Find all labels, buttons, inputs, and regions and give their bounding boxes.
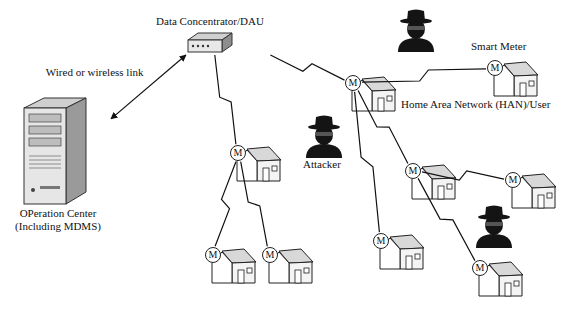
wireless-link xyxy=(418,178,475,260)
callout-label: Attacker xyxy=(302,158,342,171)
concentrator-device xyxy=(188,33,232,52)
meter-circle: M xyxy=(205,247,221,263)
wireless-link xyxy=(215,162,236,247)
meter-circle: M xyxy=(472,260,488,276)
wireless-link xyxy=(270,55,344,80)
house-icons xyxy=(212,62,556,296)
wireless-link xyxy=(241,162,268,247)
operation-center: OPeration Center (Including MDMS) xyxy=(6,95,110,233)
callout-label: Smart Meter xyxy=(470,40,527,53)
meter-label: M xyxy=(349,78,358,88)
meter-label: M xyxy=(476,263,485,273)
server-icon xyxy=(24,98,86,204)
meter-label: M xyxy=(509,175,518,185)
wireless-link xyxy=(215,55,236,144)
wireless-link xyxy=(362,69,486,82)
link-arrow xyxy=(111,55,186,119)
meter-circle: M xyxy=(230,145,246,161)
edge-label: Wired or wireless link xyxy=(45,66,145,79)
meter-circle: M xyxy=(405,163,421,179)
callout-label: Home Area Network (HAN)/User xyxy=(400,98,551,111)
meter-label: M xyxy=(266,250,275,260)
meter-label: M xyxy=(409,166,418,176)
meter-label: M xyxy=(491,63,500,73)
meter-label: M xyxy=(377,236,386,246)
meter-circle: M xyxy=(262,247,278,263)
wireless-link xyxy=(422,171,504,180)
meter-circle: M xyxy=(373,233,389,249)
wireless-link xyxy=(355,92,380,232)
node-label: OPeration Center (Including MDMS) xyxy=(6,207,110,233)
meter-label: M xyxy=(234,148,243,158)
meter-circle: M xyxy=(345,75,361,91)
data-concentrator: Data Concentrator/DAU xyxy=(150,15,270,54)
node-label: Data Concentrator/DAU xyxy=(150,15,270,28)
meter-circle: M xyxy=(487,60,503,76)
meter-label: M xyxy=(209,250,218,260)
meter-circle: M xyxy=(505,172,521,188)
